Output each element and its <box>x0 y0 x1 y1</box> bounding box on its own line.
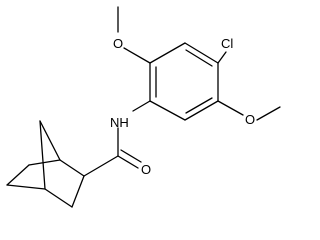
bicycle-bond-c7-c4 <box>39 120 46 190</box>
ring-bond-5 <box>149 100 186 121</box>
bicycle-bond-c5-c4 <box>6 184 46 190</box>
ring-bond-1 <box>149 42 186 64</box>
bicycle-bond-c1-c6 <box>28 159 61 166</box>
oxygen-atom-methoxy-top: O <box>113 36 123 51</box>
ring-to-chlorine-bond <box>217 51 227 64</box>
oxygen-to-methyl-bond-right <box>256 106 281 121</box>
bicycle-bond-c3-c4 <box>44 188 73 208</box>
carbonyl-double-bond-a <box>117 155 139 169</box>
ring-bond-4 <box>184 100 219 121</box>
bicycle-bond-c1-c7 <box>39 120 61 161</box>
carbonyl-double-bond-b <box>120 149 142 163</box>
oxygen-to-ring-bond-top <box>123 47 151 64</box>
chlorine-atom: Cl <box>221 36 233 51</box>
bicycle-bond-c2-c1 <box>59 159 85 177</box>
methoxy-right-group: O <box>217 100 281 127</box>
ring-to-oxygen-bond-right <box>217 100 244 116</box>
nitrogen-atom-nh: NH <box>110 115 129 130</box>
ring-bond-4-inner <box>185 97 213 114</box>
amide-group: NH O <box>83 100 151 177</box>
bicycle-bond-c2-c3 <box>71 175 85 208</box>
ring-to-nitrogen-bond <box>132 100 151 112</box>
oxygen-atom-methoxy-right: O <box>245 112 255 127</box>
bicycle-bond-c6-c5 <box>6 164 30 186</box>
carbonyl-to-bicycle-bond <box>83 155 119 177</box>
methoxy-top-group: O <box>113 6 151 64</box>
benzene-ring <box>149 42 219 121</box>
ring-bond-2 <box>184 42 219 64</box>
norbornane-bicycle <box>6 120 85 208</box>
ring-bond-2-inner <box>185 49 213 67</box>
oxygen-atom-carbonyl: O <box>141 162 151 177</box>
chloro-group: Cl <box>217 36 233 64</box>
molecule-diagram: O Cl O NH O <box>6 6 281 208</box>
